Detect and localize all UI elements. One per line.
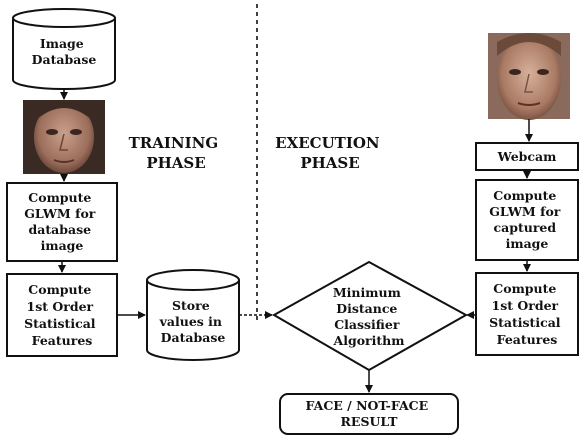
training-phase-label: TRAINING PHASE: [129, 134, 224, 172]
compute-glwm-database-node: Compute GLWM for database image: [6, 182, 118, 262]
min-distance-classifier-label: Minimum Distance Classifier Algorithm: [333, 285, 406, 348]
webcam-node: Webcam: [475, 142, 579, 171]
webcam-label: Webcam: [497, 149, 557, 164]
compute-first-order-left-node: Compute 1st Order Statistical Features: [6, 273, 118, 357]
result-node: FACE / NOT-FACE RESULT: [279, 393, 459, 435]
compute-first-order-left-label: Compute 1st Order Statistical Features: [24, 282, 100, 348]
compute-glwm-captured-node: Compute GLWM for captured image: [475, 179, 579, 261]
result-label: FACE / NOT-FACE RESULT: [306, 398, 433, 429]
database-face-photo: [23, 100, 105, 174]
image-database-node: Image Database: [12, 8, 116, 90]
image-database-label: Image Database: [32, 36, 97, 67]
compute-first-order-right-label: Compute 1st Order Statistical Features: [489, 281, 565, 347]
compute-first-order-right-node: Compute 1st Order Statistical Features: [475, 272, 579, 356]
compute-glwm-database-label: Compute GLWM for database image: [24, 190, 100, 253]
execution-phase-label: EXECUTION PHASE: [275, 134, 385, 172]
compute-glwm-captured-label: Compute GLWM for captured image: [489, 188, 565, 251]
webcam-face-photo: [488, 33, 570, 120]
store-values-label: Store values in Database: [159, 298, 227, 345]
store-values-node: Store values in Database: [146, 269, 240, 361]
min-distance-classifier-node: Minimum Distance Classifier Algorithm: [271, 260, 469, 372]
